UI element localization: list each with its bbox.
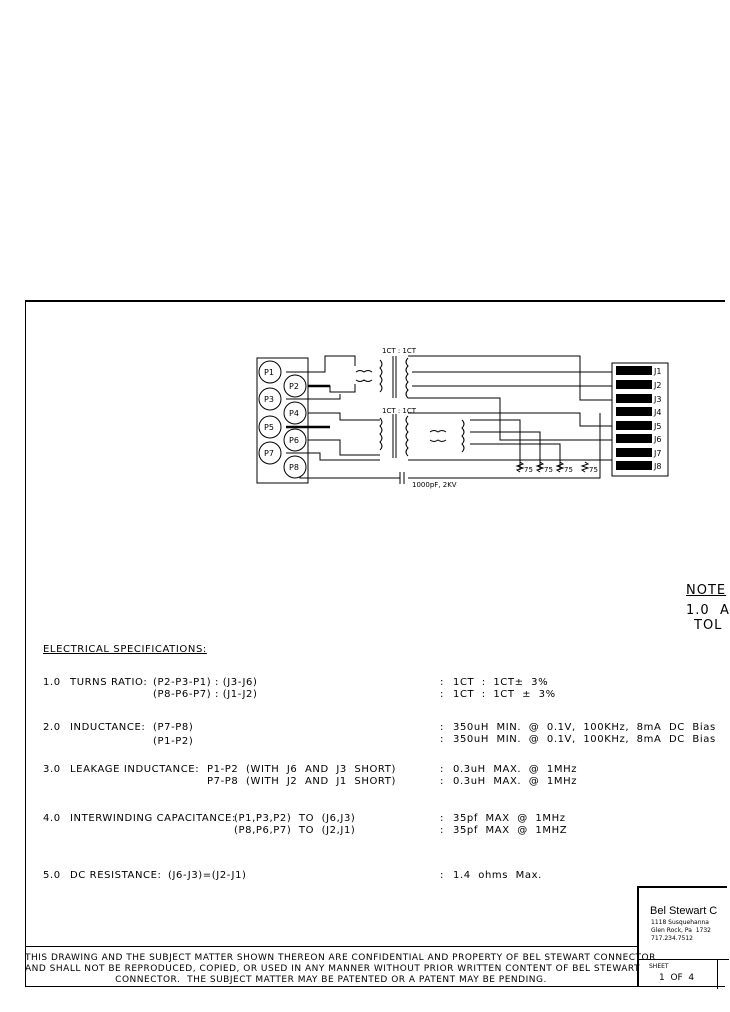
transformer-schematic: P1 P2 P3 P4 P5 P6 P7 P8 J1 J2 J3 J4 J5 J…	[256, 347, 669, 489]
company-address-1: 1118 Susquehanna	[651, 919, 709, 926]
bottom-transformer	[379, 414, 465, 458]
resistor-label-3: 75	[564, 466, 573, 474]
jack-bar-4	[616, 407, 652, 416]
jack-connector-block	[611, 362, 669, 477]
capacitor-label: 1000pF, 2KV	[412, 481, 457, 489]
spec-number: 5.0	[43, 870, 61, 881]
spec-label: TURNS RATIO:	[70, 677, 148, 688]
spec-label: LEAKAGE INDUCTANCE:	[70, 764, 200, 775]
resistor-label-4: 75	[589, 466, 598, 474]
spec-label: INDUCTANCE:	[70, 722, 146, 733]
spec-value-1: 0.3uH MAX. @ 1MHz	[453, 764, 578, 775]
spec-condition-2: (P1-P2)	[153, 736, 194, 747]
spec-value-2: 35pf MAX @ 1MHZ	[453, 825, 568, 836]
jack-bar-1	[616, 366, 652, 375]
sheet-label: SHEET	[649, 963, 669, 970]
label-j4: J4	[653, 408, 661, 417]
pin-p1	[258, 360, 282, 384]
spec-label: DC RESISTANCE:	[70, 870, 162, 881]
pin-p6	[283, 428, 307, 452]
drawing-sheet	[25, 300, 725, 987]
company-phone: 717.234.7512	[651, 935, 693, 942]
notes-heading: NOTE	[686, 583, 727, 598]
title-block: Bel Stewart C 1118 Susquehanna Glen Rock…	[637, 886, 729, 989]
plug-connector-block	[256, 357, 309, 484]
title-divider	[639, 959, 729, 960]
label-p1: P1	[264, 368, 274, 377]
company-name: Bel Stewart C	[650, 905, 718, 917]
company-address-2: Glen Rock, Pa 1732	[651, 927, 711, 934]
label-j8: J8	[653, 462, 661, 471]
spec-value-1: 1CT : 1CT± 3%	[453, 677, 549, 688]
spec-value-2: 1CT : 1CT ± 3%	[453, 689, 556, 700]
jack-bar-8	[616, 461, 652, 470]
sheet-value: 1 OF 4	[659, 973, 695, 983]
title-divider-vertical	[717, 959, 718, 989]
pin-p2	[283, 374, 307, 398]
specs-heading: ELECTRICAL SPECIFICATIONS:	[43, 644, 207, 655]
spec-condition-2: (P8-P6-P7) : (J1-J2)	[153, 689, 258, 700]
notes-line-2: TOL	[694, 618, 723, 633]
spec-condition-2: P7-P8 (WITH J2 AND J1 SHORT)	[207, 776, 396, 787]
spec-value-2: 350uH MIN. @ 0.1V, 100KHz, 8mA DC Bias	[453, 734, 716, 745]
spec-condition-1: (J6-J3)=(J2-J1)	[168, 870, 247, 881]
label-j7: J7	[653, 449, 661, 458]
pin-p5	[258, 415, 282, 439]
label-p6: P6	[289, 436, 299, 445]
resistor-label-2: 75	[544, 466, 553, 474]
disclaimer-line-3: CONNECTOR. THE SUBJECT MATTER MAY BE PAT…	[115, 975, 547, 985]
pin-p7	[258, 441, 282, 465]
label-p3: P3	[264, 395, 274, 404]
label-j3: J3	[653, 395, 661, 404]
spec-label: INTERWINDING CAPACITANCE:	[70, 813, 236, 824]
jack-bar-2	[616, 380, 652, 389]
pin-p4	[283, 401, 307, 425]
ratio-top: 1CT : 1CT	[382, 347, 417, 355]
pin-p3	[258, 387, 282, 411]
label-j5: J5	[653, 422, 661, 431]
ratio-bottom: 1CT : 1CT	[382, 407, 417, 415]
label-j6: J6	[653, 435, 661, 444]
spec-value-1: 1.4 ohms Max.	[453, 870, 542, 881]
spec-condition-1: (P2-P3-P1) : (J3-J6)	[153, 677, 258, 688]
spec-condition-1: (P1,P3,P2) TO (J6,J3)	[234, 813, 356, 824]
spec-value-2: 0.3uH MAX. @ 1MHz	[453, 776, 578, 787]
spec-condition-2: (P8,P6,P7) TO (J2,J1)	[234, 825, 356, 836]
label-j2: J2	[653, 381, 661, 390]
notes-line-1: 1.0 A	[686, 603, 730, 618]
disclaimer-line-2: AND SHALL NOT BE REPRODUCED, COPIED, OR …	[25, 964, 640, 974]
label-p8: P8	[289, 463, 299, 472]
label-p2: P2	[289, 382, 299, 391]
spec-number: 1.0	[43, 677, 61, 688]
disclaimer-line-1: THIS DRAWING AND THE SUBJECT MATTER SHOW…	[25, 953, 656, 963]
jack-bar-5	[616, 421, 652, 430]
top-transformer	[355, 356, 409, 399]
spec-condition-1: P1-P2 (WITH J6 AND J3 SHORT)	[207, 764, 396, 775]
label-p7: P7	[264, 449, 274, 458]
spec-number: 4.0	[43, 813, 61, 824]
label-j1: J1	[653, 367, 661, 376]
spec-condition-1: (P7-P8)	[153, 722, 194, 733]
spec-value-1: 35pf MAX @ 1MHz	[453, 813, 566, 824]
resistor-label-1: 75	[524, 466, 533, 474]
jack-bar-3	[616, 394, 652, 403]
jack-bar-7	[616, 448, 652, 457]
jack-bar-6	[616, 434, 652, 443]
confidentiality-notice: THIS DRAWING AND THE SUBJECT MATTER SHOW…	[25, 946, 656, 986]
spec-value-1: 350uH MIN. @ 0.1V, 100KHz, 8mA DC Bias	[453, 722, 716, 733]
spec-number: 3.0	[43, 764, 61, 775]
label-p4: P4	[289, 409, 299, 418]
label-p5: P5	[264, 423, 274, 432]
spec-number: 2.0	[43, 722, 61, 733]
pin-p8	[283, 455, 307, 479]
